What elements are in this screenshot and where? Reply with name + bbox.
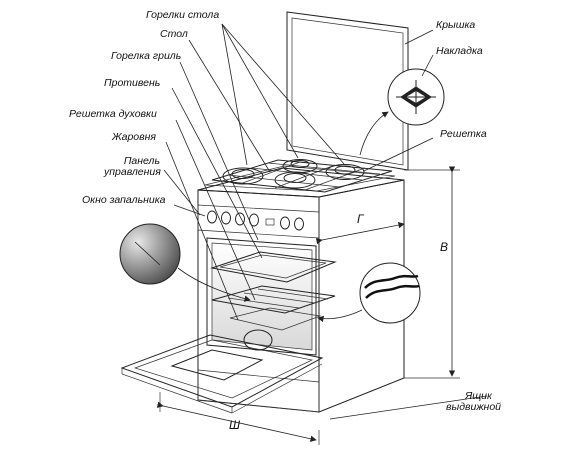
label-lid: Крышка — [436, 19, 476, 31]
label-overlay: Накладка — [436, 45, 483, 57]
label-control-panel: Панель управления — [104, 155, 161, 178]
label-baking-tray: Противень — [104, 77, 161, 89]
label-ignition-window: Окно запальника — [82, 194, 166, 206]
baking-tray — [210, 251, 337, 283]
dimension-width: Ш — [229, 418, 241, 432]
label-drawer: Ящик выдвижной — [446, 390, 502, 413]
label-burners: Горелки стола — [146, 9, 220, 21]
dimension-lines — [156, 166, 460, 445]
overlay-detail — [359, 68, 445, 156]
grate — [211, 159, 393, 193]
ignition-window-detail — [119, 223, 273, 351]
label-grate: Решетка — [440, 128, 487, 140]
leader-lines — [163, 23, 488, 420]
label-oven-rack: Решетка духовки — [69, 108, 157, 120]
label-roasting-pan: Жаровня — [112, 131, 157, 143]
dimension-depth: Г — [357, 212, 364, 226]
grate-detail — [317, 262, 421, 324]
dimension-height: В — [440, 240, 449, 254]
control-knobs — [207, 210, 304, 231]
label-top: Стол — [160, 28, 188, 40]
label-grill-burner: Горелка гриль — [111, 50, 182, 62]
